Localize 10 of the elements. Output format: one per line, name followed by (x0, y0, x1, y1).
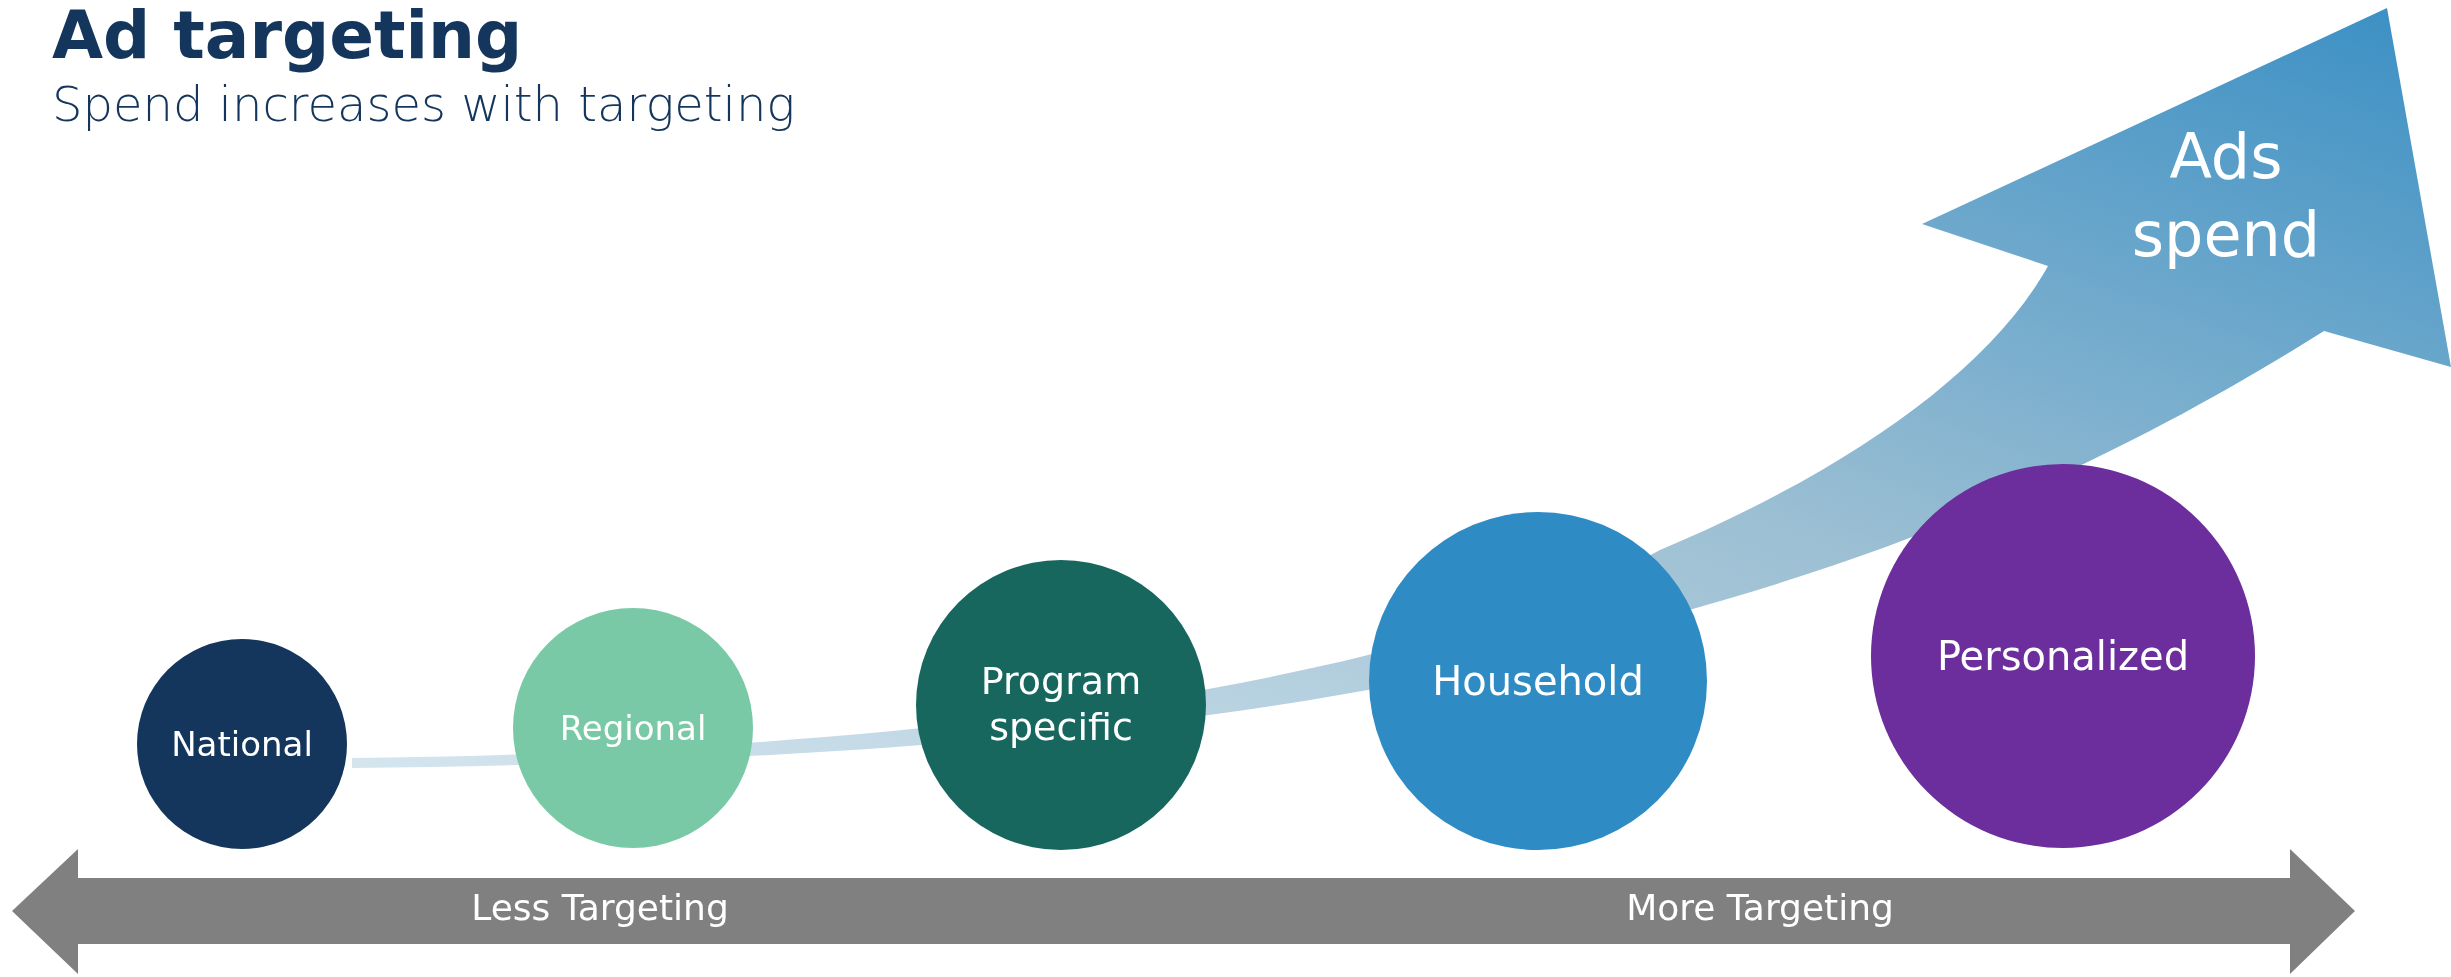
stage-circle: Program specific (916, 560, 1206, 850)
arrow-label: Ads spend (2130, 119, 2322, 273)
title: Ad targeting (52, 0, 523, 73)
stage-circle: National (137, 639, 347, 849)
stage-circle: Personalized (1871, 464, 2255, 848)
stage-circle: Regional (513, 608, 753, 848)
stage-circle: Household (1369, 512, 1707, 850)
axis-label: Less Targeting (471, 887, 729, 928)
axis-label: More Targeting (1626, 887, 1894, 928)
subtitle: Spend increases with targeting (52, 78, 796, 131)
